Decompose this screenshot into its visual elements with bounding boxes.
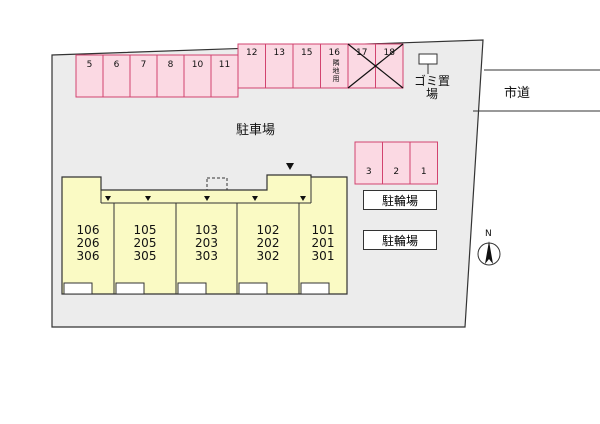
unit-number: 305 [133, 249, 157, 263]
bike-parking-2: 駐輪場 [363, 230, 437, 250]
compass-icon [477, 241, 501, 266]
garbage-label: ゴミ置場 [414, 74, 451, 101]
lot-label: 駐車場 [236, 123, 276, 138]
compass-label: N [485, 229, 492, 239]
parking-space-16 [320, 43, 349, 89]
balcony-4 [300, 282, 330, 295]
unit-number: 301 [311, 249, 335, 263]
parking-space-18 [375, 43, 404, 89]
parking-space-5 [75, 54, 104, 98]
parking-space-12 [237, 43, 266, 89]
parking-number-16: 16 [328, 48, 340, 58]
parking-space-8 [156, 54, 185, 98]
parking-number-18: 18 [383, 48, 395, 58]
unit-number: 106 [76, 223, 100, 237]
balcony-0 [63, 282, 93, 295]
unit-number: 303 [195, 249, 218, 263]
entrance-marker [286, 163, 294, 170]
parking-number-12: 12 [246, 48, 258, 58]
unit-number: 203 [195, 236, 218, 250]
parking-space-1 [409, 141, 438, 185]
parking-number-2: 2 [393, 167, 400, 177]
unit-number: 206 [76, 236, 100, 250]
parking-space-17 [347, 43, 376, 89]
unit-number: 105 [133, 223, 157, 237]
unit-number: 103 [195, 223, 218, 237]
parking-row-top [75, 43, 404, 98]
garbage-station-icon [418, 53, 438, 65]
unit-number: 302 [256, 249, 280, 263]
parking-space-10 [183, 54, 212, 98]
unit-partitions [100, 190, 300, 294]
parking-number-13: 13 [273, 48, 285, 58]
unit-number: 102 [256, 223, 280, 237]
parking-number-8: 8 [167, 60, 174, 70]
unit-number: 202 [256, 236, 280, 250]
parking-space-7 [129, 54, 158, 98]
door-marker-4 [300, 196, 306, 201]
door-markers [105, 196, 306, 201]
parking-number-10: 10 [191, 60, 204, 70]
parking-space-11 [210, 54, 239, 98]
unavailable-mark-b [347, 43, 404, 89]
parking-number-15: 15 [301, 48, 313, 58]
door-marker-3 [252, 196, 258, 201]
parking-number-11: 11 [218, 60, 231, 70]
unit-number: 201 [311, 236, 335, 250]
dashed-stair [206, 177, 228, 191]
balcony-3 [238, 282, 268, 295]
parking-number-7: 7 [140, 60, 147, 70]
unit-number: 101 [311, 223, 335, 237]
neighbor-label: 隣地用 [332, 59, 340, 83]
parking-space-3 [354, 141, 383, 185]
parking-space-2 [382, 141, 411, 185]
door-marker-1 [145, 196, 151, 201]
unit-number: 306 [76, 249, 100, 263]
balcony-1 [115, 282, 145, 295]
door-marker-0 [105, 196, 111, 201]
parking-space-13 [265, 43, 294, 89]
bike-parking-1: 駐輪場 [363, 190, 437, 210]
unit-number: 205 [133, 236, 157, 250]
parking-number-3: 3 [365, 167, 372, 177]
balconies [63, 282, 330, 295]
parking-number-17: 17 [356, 48, 368, 58]
apartment-building [61, 163, 348, 295]
door-marker-2 [204, 196, 210, 201]
balcony-2 [177, 282, 207, 295]
parking-number-1: 1 [420, 167, 427, 177]
road-label: 市道 [504, 86, 531, 101]
parking-row-right [354, 141, 438, 185]
parking-number-6: 6 [113, 60, 120, 70]
parking-number-5: 5 [86, 60, 93, 70]
